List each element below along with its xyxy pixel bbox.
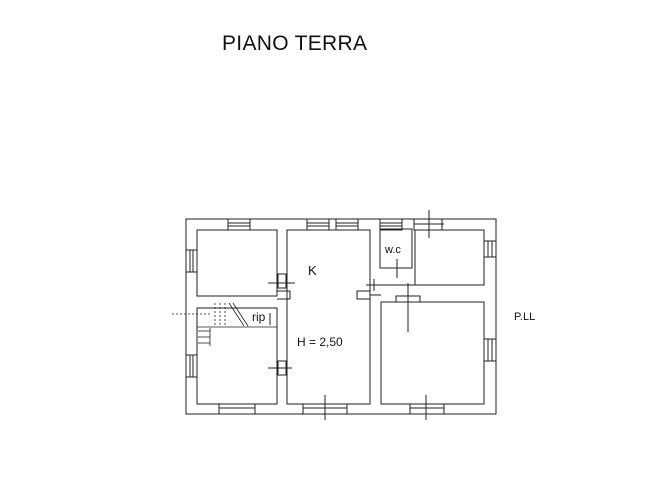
cross-marks [268, 210, 444, 420]
room-top-left [196, 229, 278, 297]
wc-label: w.c [385, 244, 401, 256]
kitchen-label: K [308, 263, 317, 278]
room-top-right [414, 229, 485, 286]
stairs [172, 302, 277, 346]
height-label: H = 2,50 [297, 335, 343, 349]
pll-label: P.LL [514, 311, 536, 323]
room-bottom-right [380, 301, 485, 405]
room-wc [379, 228, 413, 269]
windows [185, 218, 497, 415]
outer-wall [185, 218, 497, 415]
floor-title: PIANO TERRA [222, 32, 368, 55]
room-kitchen [286, 229, 371, 405]
ripostiglio-label: rip [252, 310, 266, 324]
